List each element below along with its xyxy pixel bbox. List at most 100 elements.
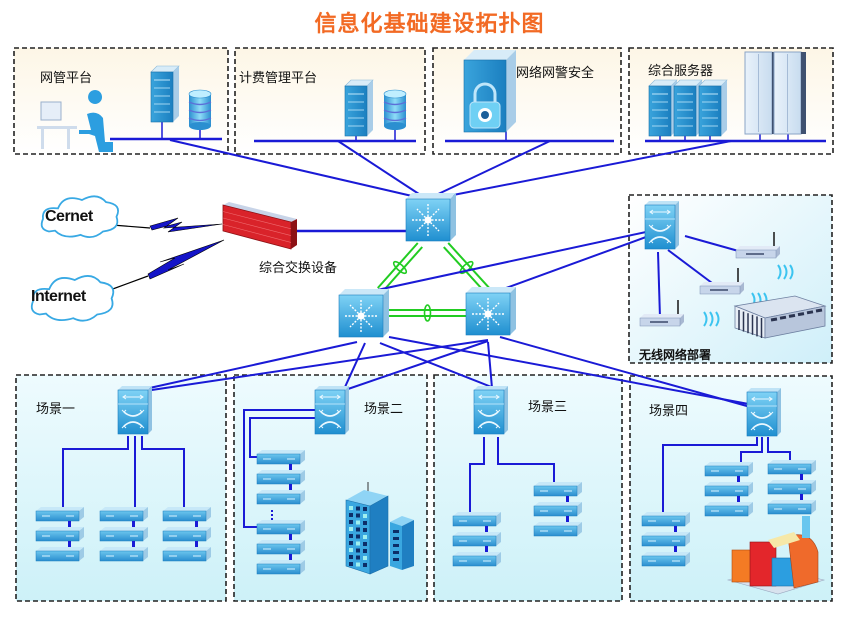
rack-server-icon: [99, 506, 149, 522]
stack-link: [485, 546, 488, 552]
rack-server-icon: [704, 481, 754, 497]
rack-server-icon: [641, 551, 691, 567]
wifi-wave: [709, 311, 714, 327]
stack-link: [800, 494, 803, 500]
window: [349, 527, 353, 531]
rack-server-icon: [256, 469, 306, 485]
lightning-link-internet-icon: [147, 239, 225, 280]
rack-server-icon: [256, 559, 306, 575]
trunk-line: [377, 242, 419, 289]
stack-link: [68, 521, 71, 527]
rack-cabinet-icon: [773, 51, 806, 135]
link-wl-ap3: [684, 235, 743, 253]
zone-label-nms: 网管平台: [40, 71, 93, 86]
link-s4-a: [662, 437, 758, 513]
rack-server-icon: [767, 459, 817, 475]
trunk-line: [447, 242, 490, 289]
database-icon: [383, 89, 407, 131]
server-tower-icon: [648, 79, 678, 137]
link-coreright-wireless: [494, 236, 647, 293]
scene-label-4: 场景四: [649, 404, 689, 419]
rack-server-icon: [533, 521, 583, 537]
tower-roof: [346, 490, 388, 506]
stack-link: [289, 554, 292, 560]
rack-server-icon: [162, 546, 212, 562]
trunk-line: [443, 246, 486, 293]
stack-link: [68, 541, 71, 547]
window: [363, 549, 367, 553]
window: [363, 542, 367, 546]
link-wl-ap2: [667, 249, 713, 284]
window: [349, 541, 353, 545]
wan-link: [111, 224, 151, 229]
link-billing-core: [337, 140, 423, 197]
cernet-cloud-icon: [40, 195, 119, 239]
stack-link: [674, 546, 677, 552]
zone-scene-1-border: [15, 374, 227, 602]
window: [356, 527, 360, 532]
firewall-icon: [222, 202, 297, 250]
stack-link: [566, 516, 569, 522]
window: [356, 541, 360, 546]
window: [349, 513, 353, 517]
zone-label-servers: 综合服务器: [648, 64, 714, 79]
link-s1-c: [141, 436, 185, 508]
monitor-icon: [40, 101, 62, 121]
rack-server-icon: [452, 511, 502, 527]
zone-scene-2-border: [233, 374, 428, 602]
building-window: [779, 315, 787, 320]
stack-link: [289, 534, 292, 540]
lock-dial-center: [481, 111, 489, 119]
firewall-top: [223, 202, 297, 222]
internet-cloud-icon: [30, 275, 115, 322]
wifi-wave: [789, 264, 794, 280]
tower2-roof: [390, 516, 414, 526]
window: [363, 514, 367, 518]
core-switch-left-icon: [338, 288, 390, 338]
stack-link: [195, 521, 198, 527]
desk-leg: [41, 129, 44, 149]
rack-server-icon: [35, 526, 85, 542]
stack-link: [289, 484, 292, 490]
zone-security-border: [432, 47, 622, 155]
stack-link: [195, 541, 198, 547]
rack-server-icon: [35, 506, 85, 522]
window: [356, 555, 360, 560]
rack-server-icon: [704, 461, 754, 477]
stack-link: [485, 526, 488, 532]
scene4-switch-icon: [746, 387, 782, 437]
window: [363, 535, 367, 539]
link-coreleft-scene2: [344, 342, 366, 388]
link-coreright-scene3: [487, 341, 493, 389]
cloud-shape: [30, 275, 115, 322]
window: [349, 555, 353, 559]
link-coreleft-scene4: [388, 336, 755, 406]
window: [393, 544, 399, 547]
window: [356, 520, 360, 525]
link-s4-b: [740, 437, 763, 464]
building-window: [815, 308, 823, 313]
trunk-core-top-left: [377, 242, 423, 293]
building-spire: [802, 516, 810, 538]
window: [356, 562, 360, 567]
person-icon: [79, 90, 113, 152]
link-s3-b: [497, 437, 555, 483]
wan-link: [109, 275, 149, 291]
tower-side: [506, 50, 516, 132]
link-wl-ap1: [657, 251, 661, 319]
link-s4-c: [767, 437, 791, 462]
window: [349, 506, 353, 510]
stack-link: [132, 521, 135, 527]
window: [393, 537, 399, 540]
link-s2-a: [243, 409, 315, 528]
rack-side: [801, 52, 806, 134]
rack-server-icon: [641, 511, 691, 527]
link-servers-core: [447, 140, 732, 197]
cloud-shape: [40, 195, 119, 239]
building-window: [806, 310, 814, 315]
trunk-line: [381, 246, 423, 293]
link-s2-b: [249, 417, 315, 458]
zone-scene-4-border: [629, 375, 833, 602]
zone-nms-border: [13, 47, 229, 155]
